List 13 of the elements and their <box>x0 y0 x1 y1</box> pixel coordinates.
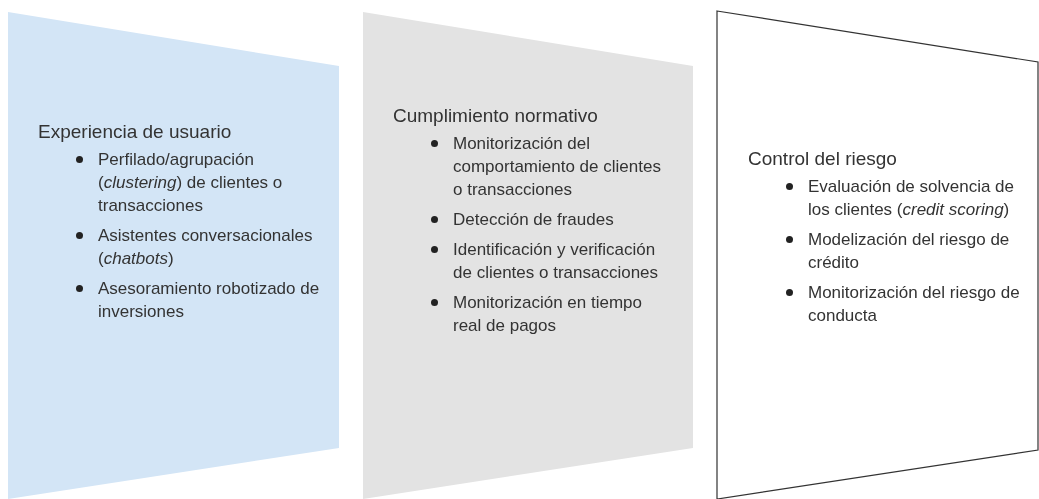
panel-heading: Cumplimiento normativo <box>393 104 599 128</box>
bullet-item: Monitorización en tiempo real de pagos <box>429 291 663 337</box>
bullet-item: Evaluación de solvencia de los clientes (credit scoring) <box>784 175 1023 221</box>
bullet-item: Detección de fraudes <box>429 208 663 231</box>
panel-heading: Control del riesgo <box>748 147 898 171</box>
panel-heading: Experiencia de usuario <box>38 120 233 144</box>
bullet-item: Perfilado/agrupación (clustering) de clientes o transacciones <box>74 148 328 217</box>
bullet-item: Monitorización del riesgo de conducta <box>784 281 1023 327</box>
bullet-item: Identificación y verificación de clientes o transacciones <box>429 238 663 284</box>
bullet-item: Asistentes conversacionales (chatbots) <box>74 224 328 270</box>
bullet-item: Modelización del riesgo de crédito <box>784 228 1023 274</box>
bullet-item: Monitorización del comportamiento de clientes o transacciones <box>429 132 663 201</box>
bullet-item: Asesoramiento robotizado de inversiones <box>74 277 328 323</box>
